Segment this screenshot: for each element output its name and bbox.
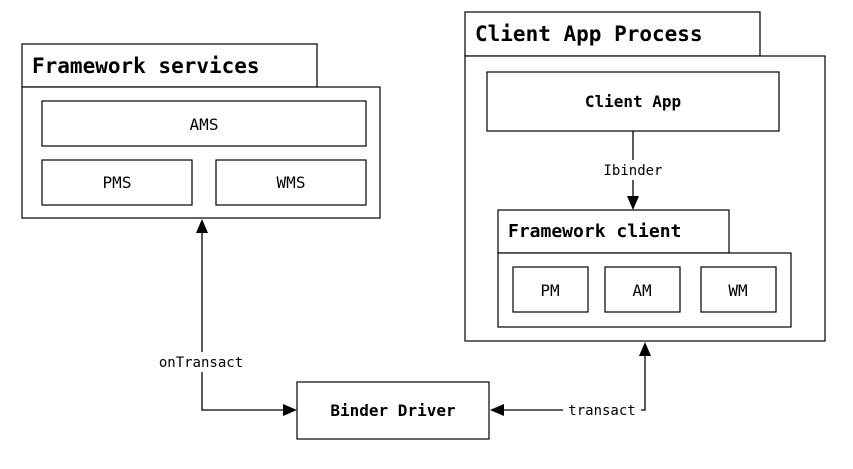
am-box (604, 266, 681, 313)
on-transact-line (201, 232, 285, 411)
ibinder-label-bg (597, 160, 669, 180)
pms-box (41, 159, 193, 206)
wm-label: WM (728, 281, 747, 300)
wm-box (700, 266, 777, 313)
transact-label-bg (563, 401, 641, 419)
ibinder-edge: Ibinder (597, 131, 669, 210)
pm-box (512, 266, 589, 313)
ibinder-arrowhead-icon (627, 196, 639, 210)
client-app-process-title: Client App Process (475, 22, 703, 46)
ams-label: AMS (190, 115, 219, 134)
wms-label: WMS (277, 173, 306, 192)
framework-services-group: Framework services AMS PMS WMS (21, 43, 381, 219)
on-transact-edge: onTransact (150, 219, 297, 416)
framework-client-title: Framework client (508, 221, 681, 242)
transact-line (502, 355, 646, 411)
ibinder-label: Ibinder (603, 163, 662, 179)
transact-label: transact (568, 403, 635, 419)
transact-left-arrowhead-icon (490, 404, 504, 416)
on-transact-right-arrowhead-icon (283, 404, 297, 416)
wms-box (215, 159, 367, 206)
framework-client-tab (497, 209, 730, 254)
binder-driver-label: Binder Driver (330, 401, 455, 420)
transact-edge: transact (490, 342, 651, 419)
framework-services-tab (21, 43, 318, 88)
am-label: AM (632, 281, 651, 300)
client-app-box (486, 71, 780, 132)
on-transact-label-bg (150, 352, 254, 372)
client-app-process-group: Client App Process Client App Framework … (464, 11, 826, 342)
pm-label: PM (540, 281, 559, 300)
client-app-label: Client App (585, 92, 681, 111)
ams-box (41, 100, 367, 147)
client-app-process-tab (464, 11, 761, 57)
pms-label: PMS (103, 173, 132, 192)
on-transact-label: onTransact (159, 355, 243, 371)
on-transact-up-arrowhead-icon (196, 219, 208, 233)
binder-driver-box (296, 381, 490, 440)
transact-up-arrowhead-icon (639, 342, 651, 356)
framework-services-title: Framework services (32, 54, 260, 78)
